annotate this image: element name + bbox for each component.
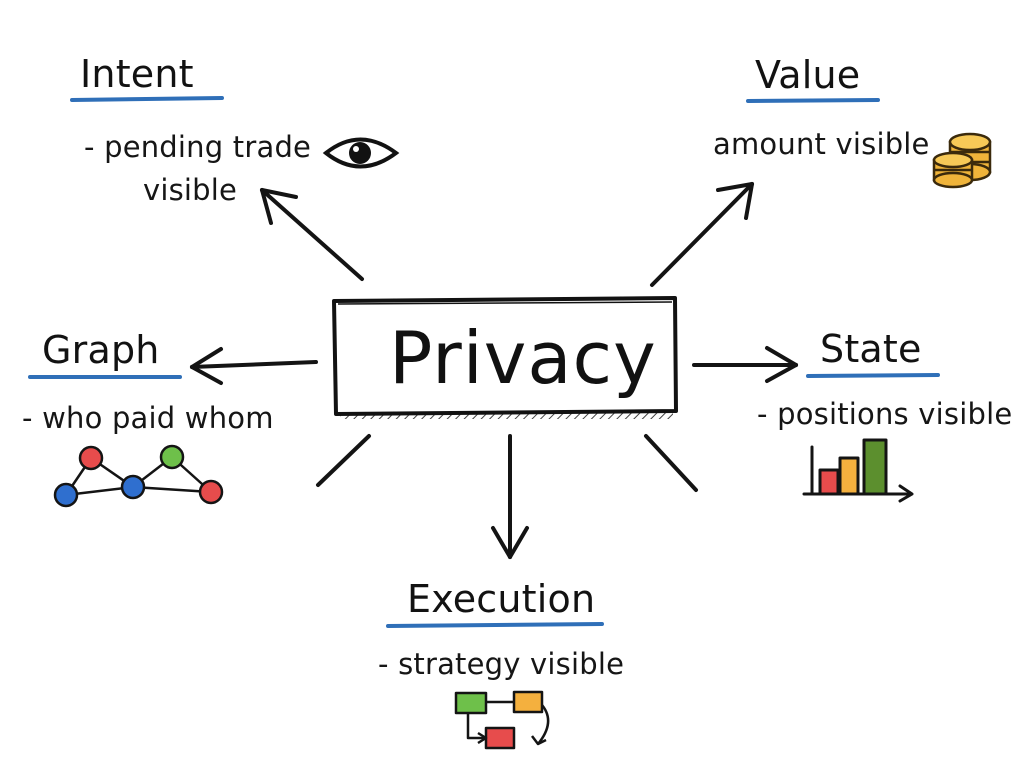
execution-title: Execution: [407, 577, 596, 621]
network-graph-icon: [53, 444, 224, 508]
accent-stroke-right: [644, 434, 698, 492]
graph-title: Graph: [42, 328, 160, 372]
execution-description: - strategy visible: [378, 647, 625, 681]
coin-stack-icon: [932, 132, 992, 189]
arrow-to-value: [650, 182, 754, 287]
flowchart-icon: [454, 690, 550, 750]
intent-title: Intent: [80, 52, 194, 96]
arrow-to-state: [692, 346, 798, 383]
center-label: Privacy: [389, 316, 657, 400]
arrow-to-execution: [491, 434, 529, 559]
graph-description: - who paid whom: [22, 401, 274, 435]
state-title: State: [820, 327, 922, 371]
state-underline: [806, 373, 940, 378]
accent-stroke-left: [316, 434, 371, 487]
value-title: Value: [755, 53, 861, 97]
intent-description-line2: visible: [143, 173, 238, 207]
bar-chart-icon: [802, 438, 914, 503]
arrow-to-graph: [190, 347, 318, 385]
arrow-to-intent: [260, 188, 364, 281]
eye-icon: [322, 137, 400, 169]
value-underline: [746, 98, 880, 103]
value-description: amount visible: [713, 127, 930, 161]
intent-underline: [70, 96, 224, 102]
execution-underline: [386, 622, 604, 628]
center-box: [332, 296, 678, 419]
state-description: - positions visible: [757, 397, 1013, 431]
intent-description-line1: - pending trade: [84, 130, 312, 164]
